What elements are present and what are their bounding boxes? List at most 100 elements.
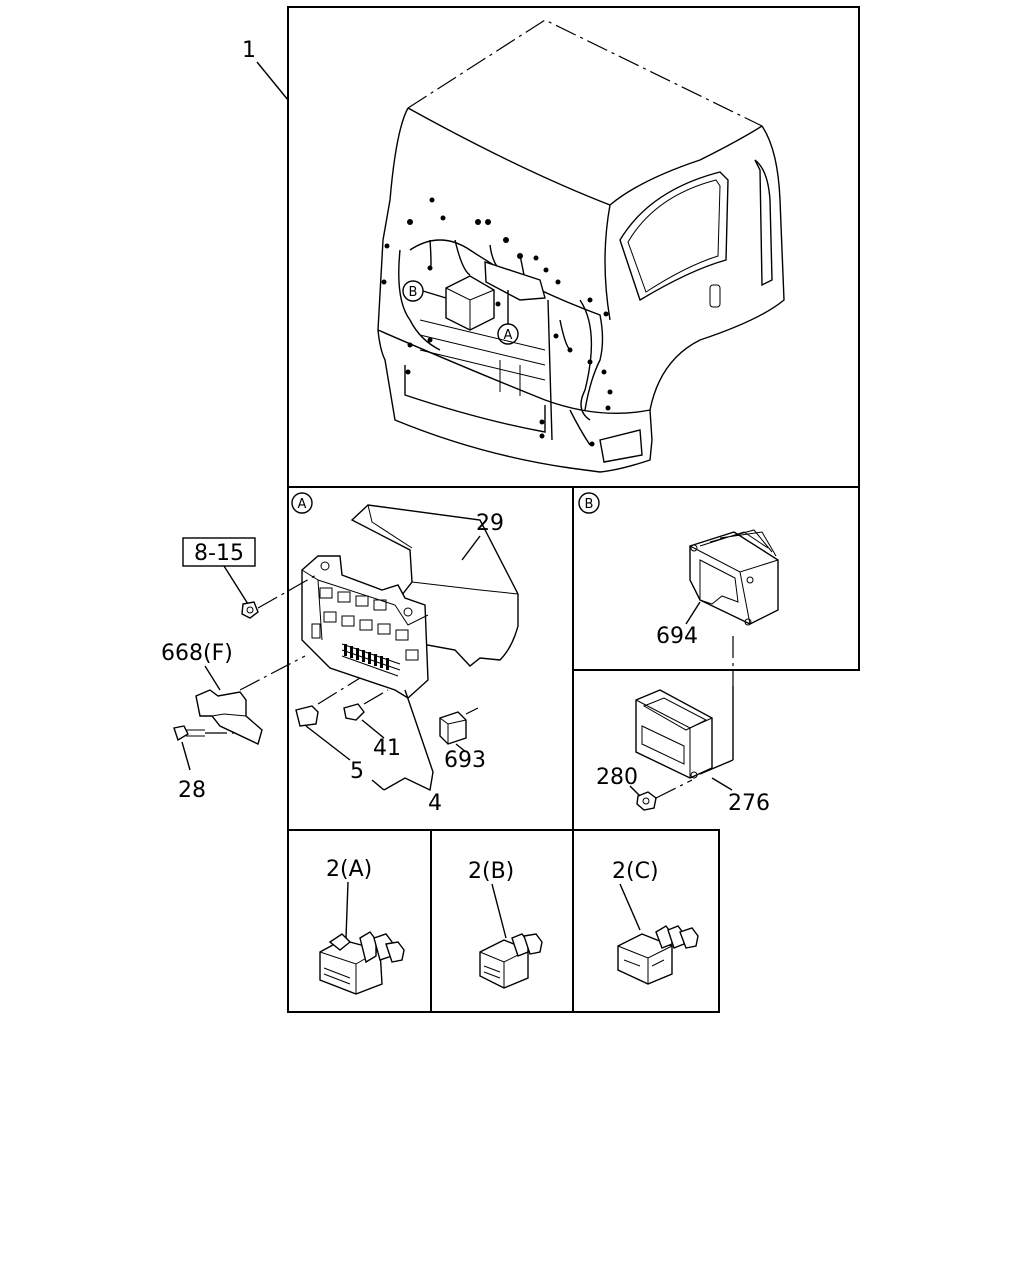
- relay-a-leader: [345, 881, 349, 939]
- control-unit-leader: [711, 777, 733, 791]
- fuse-box-mount-hole-2: [403, 607, 413, 617]
- cab-rear-window: [754, 159, 773, 287]
- detail-a-callout-text: A: [298, 497, 307, 512]
- cab-left-edge: [382, 107, 409, 241]
- relay: [439, 711, 467, 745]
- cab-roof-outline: [407, 19, 763, 127]
- cover-label: 29: [476, 511, 504, 536]
- truck-cab-drawing: B A: [377, 19, 785, 473]
- cover-leader: [461, 535, 481, 561]
- fuse-box-edges: [301, 569, 429, 641]
- nut-dash-line: [257, 573, 319, 609]
- callout-b-leader: [422, 290, 447, 299]
- relay-c-body: [617, 933, 673, 985]
- bolt-head: [173, 725, 189, 742]
- cab-roof-front-edge: [407, 107, 763, 206]
- module-bracket-fins: [699, 529, 777, 557]
- fuse-box-slots: [311, 587, 419, 661]
- module-bracket-drawing: [689, 529, 779, 626]
- callout-b-cab-text: B: [409, 285, 418, 300]
- relay-a-label: 2(A): [326, 857, 372, 882]
- relay-a-tab: [328, 933, 352, 951]
- relay-b-leader: [491, 883, 507, 939]
- puller-label: 5: [350, 759, 364, 784]
- relay-c-markings: [623, 959, 665, 967]
- cab-leader: [256, 61, 289, 101]
- bracket-leader: [204, 665, 221, 691]
- mini-fuses: [344, 644, 389, 670]
- module-nut-label: 280: [596, 765, 638, 790]
- assembly-bracket-leader: [383, 689, 434, 792]
- cab-grille-posts: [499, 360, 521, 396]
- relay-edges: [439, 717, 467, 744]
- assembly-bracket-left: [371, 779, 385, 791]
- fuse-box-nut-hole: [246, 606, 254, 614]
- bracket-hole-1: [690, 544, 698, 552]
- harness-connectors: [381, 197, 613, 447]
- relay-c-pin-3: [679, 927, 699, 949]
- module-bracket-label: 694: [656, 624, 698, 649]
- fuse-box-cover-edges: [367, 504, 519, 595]
- relay-c-label: 2(C): [612, 859, 659, 884]
- relay-a-markings: [323, 967, 351, 985]
- cab-grille-lower: [404, 365, 546, 433]
- module-bracket-recess: [699, 559, 739, 605]
- cab-side-window-inner: [627, 179, 721, 293]
- relay-c-leader: [619, 883, 641, 931]
- fuse-box-nut: [241, 601, 259, 619]
- harness-left-run: [398, 249, 441, 351]
- module-nut-leader: [629, 785, 641, 797]
- relay-a-pin-3: [385, 941, 405, 963]
- relay-a-drawing: [319, 931, 405, 995]
- cab-label: 1: [242, 38, 256, 63]
- cab-side-window: [619, 171, 729, 302]
- cab-front-lower: [377, 239, 653, 473]
- cab-bumper-line: [377, 329, 651, 415]
- relay-dash-line: [465, 707, 479, 715]
- cab-side-rear: [649, 125, 785, 441]
- bolt-label: 28: [178, 778, 206, 803]
- module-nut: [636, 791, 657, 811]
- control-unit-drawing: [635, 689, 713, 779]
- cab-module-box-edges: [445, 287, 495, 330]
- detail-b-callout-text: B: [585, 497, 594, 512]
- harness-lower-drop: [569, 409, 591, 446]
- detail-b-callout: [578, 492, 600, 514]
- relay-leader: [455, 743, 467, 753]
- module-nut-hole: [642, 797, 650, 805]
- relay-c-edges: [617, 945, 673, 984]
- module-bracket-leader: [685, 601, 701, 625]
- relay-c-frame: [572, 829, 720, 1013]
- headlamp: [599, 429, 643, 463]
- cab-fuse-box: [484, 261, 546, 301]
- ref-box: [182, 537, 256, 567]
- bracket-edge: [211, 713, 247, 717]
- fuse-box-mount-hole: [320, 561, 330, 571]
- bracket-hole-2: [746, 576, 754, 584]
- relay-b-markings: [483, 965, 501, 979]
- door-handle: [709, 284, 721, 308]
- fuse-dash-line: [363, 689, 389, 705]
- fuse: [343, 703, 365, 721]
- panel-frames: [287, 6, 860, 1013]
- ref-box-label: 8-15: [194, 541, 244, 566]
- assembly-label: 4: [428, 791, 442, 816]
- fuse-leader: [361, 719, 385, 739]
- bolt-leader: [181, 741, 191, 771]
- control-unit-top-panel: [642, 697, 708, 731]
- nut-to-unit-dash: [655, 779, 693, 799]
- detail-a-callout: [291, 492, 313, 514]
- relay-label: 693: [444, 748, 486, 773]
- puller-leader: [305, 725, 351, 761]
- cab-panel-frame: [287, 6, 860, 488]
- fuse-puller: [295, 705, 319, 727]
- bracket-label: 668(F): [161, 641, 233, 666]
- bracket-dash-line: [239, 655, 306, 691]
- control-unit-label: 276: [728, 791, 770, 816]
- cab-front-corner: [547, 299, 553, 441]
- bracket-hole-3: [744, 618, 752, 626]
- relay-b-drawing: [479, 933, 543, 989]
- cab-a-pillar: [604, 204, 611, 321]
- bolt-shank: [186, 729, 205, 737]
